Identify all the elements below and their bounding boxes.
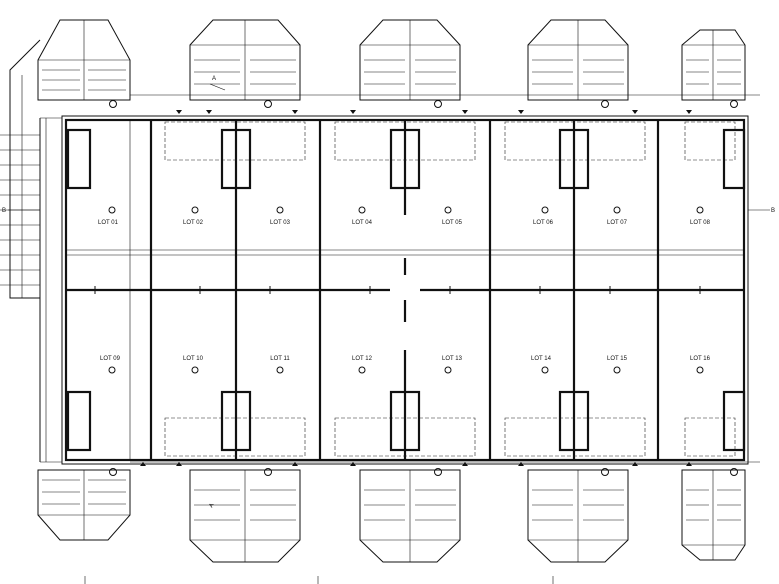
- lot-label: LOT 08: [690, 220, 711, 226]
- lot-label: LOT 02: [183, 220, 204, 226]
- lot-label: LOT 09: [100, 356, 121, 362]
- lot-walls: [66, 120, 744, 460]
- lot-label: LOT 16: [690, 356, 711, 362]
- lot-label: LOT 04: [352, 220, 373, 226]
- lot-label: LOT 07: [607, 220, 628, 226]
- section-marker-b-left: B: [2, 208, 6, 214]
- section-marker-a: A: [212, 76, 216, 82]
- lot-label: LOT 14: [531, 356, 552, 362]
- lot-labels-bottom: LOT 09 LOT 10 LOT 11 LOT 12 LOT 13 LOT 1…: [100, 356, 711, 362]
- section-marker-b-right: B: [771, 208, 775, 214]
- lot-label: LOT 11: [270, 356, 290, 362]
- section-marker-a-bottom: A: [209, 503, 216, 509]
- lot-label: LOT 12: [352, 356, 373, 362]
- dashed-zones: [164, 121, 736, 457]
- bottom-ticks: [84, 576, 554, 584]
- lot-label: LOT 06: [533, 220, 554, 226]
- left-stair-ramp: [0, 39, 41, 299]
- lot-label: LOT 01: [98, 220, 119, 226]
- bottom-driveways: [37, 469, 746, 563]
- amenity-blocks: [66, 128, 746, 452]
- section-markers: A B B A: [2, 76, 775, 509]
- lot-label: LOT 05: [442, 220, 463, 226]
- boundary-markers: [140, 110, 692, 466]
- lot-label: LOT 13: [442, 356, 463, 362]
- fixture-circles: [108, 100, 738, 476]
- lot-labels-top: LOT 01 LOT 02 LOT 03 LOT 04 LOT 05 LOT 0…: [98, 220, 711, 226]
- lot-label: LOT 15: [607, 356, 628, 362]
- lot-label: LOT 03: [270, 220, 291, 226]
- top-driveways: [37, 19, 746, 101]
- building-outline: [39, 94, 760, 465]
- lot-label: LOT 10: [183, 356, 204, 362]
